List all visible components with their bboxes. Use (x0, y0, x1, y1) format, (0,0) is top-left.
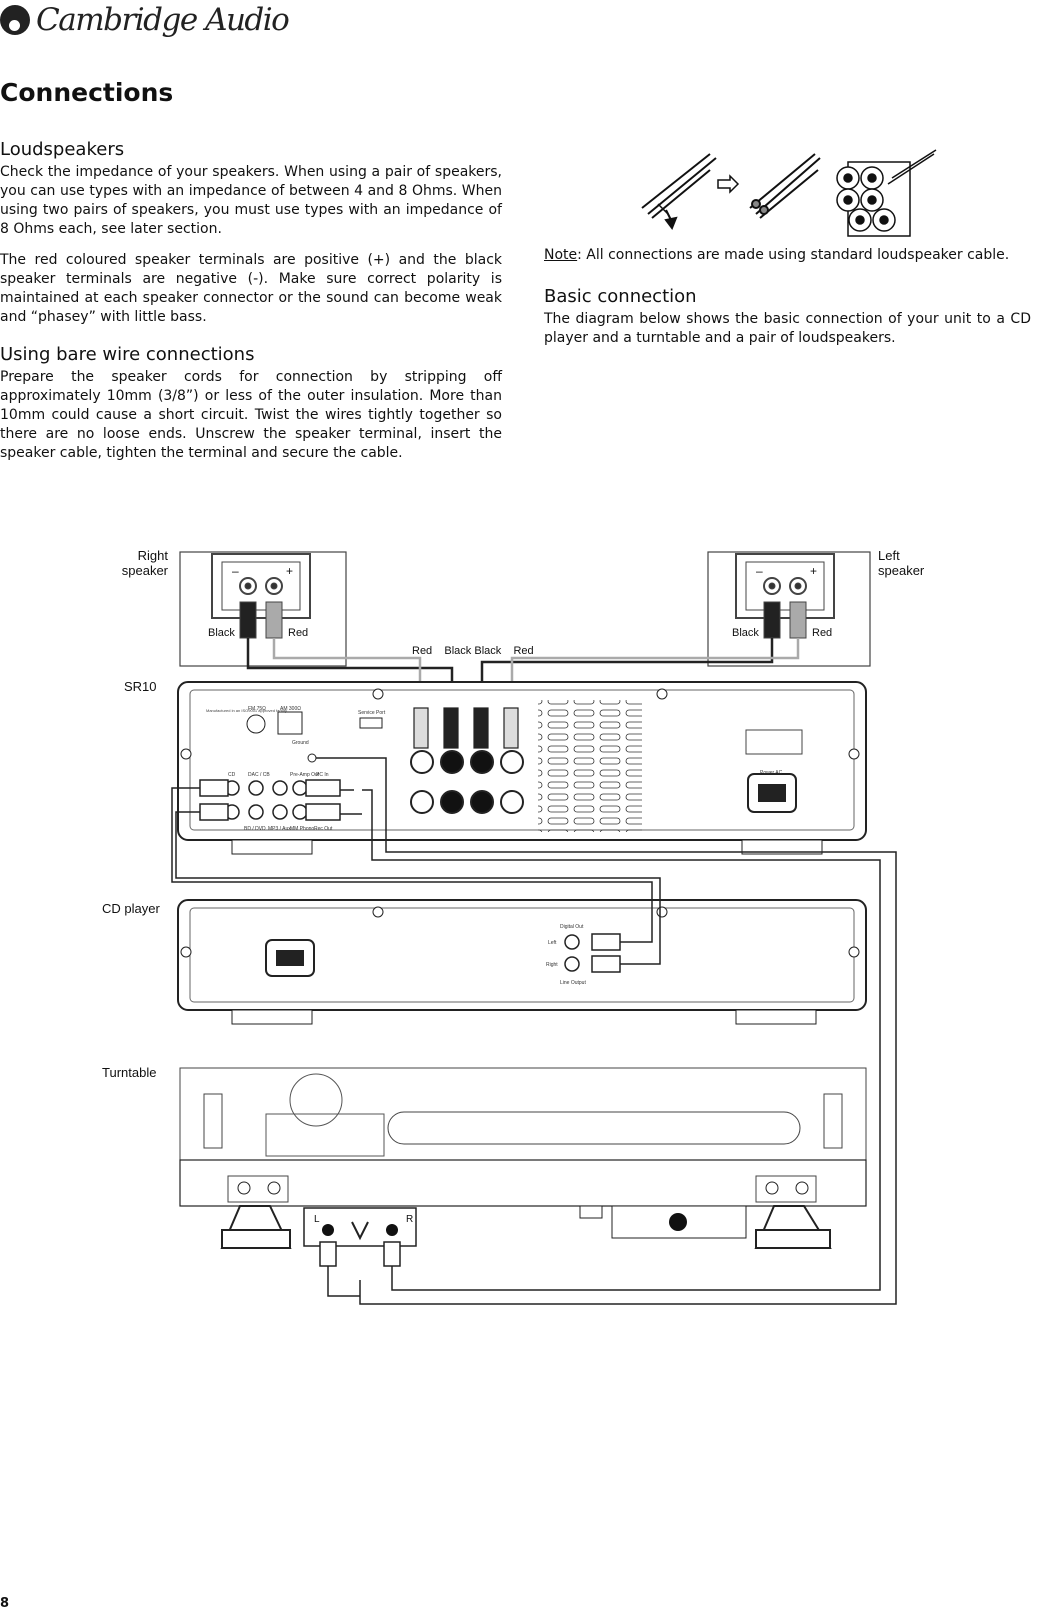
svg-text:PC In: PC In (316, 772, 329, 778)
right-red-label: Red (288, 627, 308, 639)
right-column: Note: All connections are made using sta… (544, 246, 1031, 360)
left-black-label: Black (732, 627, 759, 639)
svg-text:Service Port: Service Port (358, 710, 386, 716)
svg-text:FM 75Ω: FM 75Ω (248, 706, 266, 712)
note-paragraph: Note: All connections are made using sta… (544, 246, 1031, 265)
left-red-label: Red (812, 627, 832, 639)
right-black-label: Black (208, 627, 235, 639)
brand-logo-icon (0, 5, 30, 35)
sr10-amplifier: Manufactured in an ISO9001 approved faci… (177, 681, 867, 855)
svg-text:Pre-Amp Out: Pre-Amp Out (290, 772, 320, 778)
turntable-left-label: L (314, 1214, 320, 1225)
left-speaker (707, 551, 871, 667)
turntable-label: Turntable (102, 1065, 157, 1080)
basic-connection-heading: Basic connection (544, 286, 697, 307)
svg-text:Right: Right (546, 962, 558, 968)
svg-text:DAC / CB: DAC / CB (248, 772, 270, 778)
bare-wire-illustration (641, 149, 937, 237)
sr10-label: SR10 (124, 679, 157, 694)
arrow-right-icon (717, 174, 740, 194)
bare-wire-heading: Using bare wire connections (0, 344, 255, 365)
svg-text:CD: CD (228, 772, 236, 778)
svg-text:Ground: Ground (292, 740, 309, 746)
svg-text:Digital Out: Digital Out (560, 924, 584, 930)
svg-text:BD / DVD: BD / DVD (244, 826, 266, 832)
turntable (179, 1067, 867, 1249)
svg-text:Left: Left (548, 940, 557, 946)
brand-name: Cambridge Audio (36, 2, 290, 38)
svg-text:MM Phono: MM Phono (290, 826, 314, 832)
page-title: Connections (0, 78, 174, 107)
left-speaker-minus: – (756, 564, 763, 578)
svg-text:MP3 / Aux: MP3 / Aux (268, 826, 291, 832)
brand-logo: Cambridge Audio (0, 0, 290, 40)
loudspeakers-heading: Loudspeakers (0, 139, 125, 160)
loudspeakers-paragraph-2: The red coloured speaker terminals are p… (0, 252, 502, 325)
connection-diagram: Manufactured in an ISO9001 approved faci… (171, 551, 897, 1305)
right-speaker-plus: + (286, 564, 293, 578)
cable-colour-labels: Red Black Black Red (412, 645, 534, 657)
bare-wire-paragraph: Prepare the speaker cords for connection… (0, 369, 502, 461)
svg-text:Line Output: Line Output (560, 980, 586, 986)
turntable-right-label: R (406, 1214, 413, 1225)
interconnect-cables (171, 757, 897, 1305)
cd-player: Digital Out Left Right Line Output (177, 899, 867, 1025)
page-number: 8 (0, 1596, 10, 1611)
note-text: : All connections are made using standar… (577, 247, 1010, 263)
right-speaker (179, 551, 347, 667)
left-speaker-plus: + (810, 564, 817, 578)
basic-connection-paragraph: The diagram below shows the basic connec… (544, 311, 1031, 346)
loudspeakers-paragraph-1: Check the impedance of your speakers. Wh… (0, 164, 502, 237)
svg-text:Rec Out: Rec Out (314, 826, 333, 832)
svg-text:Power AC: Power AC (760, 770, 783, 776)
left-column: Loudspeakers Check the impedance of your… (0, 140, 502, 475)
svg-text:Manufactured in an ISO9001 app: Manufactured in an ISO9001 approved faci… (206, 708, 287, 713)
right-speaker-minus: – (232, 564, 239, 578)
note-label: Note (544, 247, 578, 263)
cd-player-label: CD player (102, 901, 160, 916)
svg-text:AM 300Ω: AM 300Ω (280, 706, 301, 712)
